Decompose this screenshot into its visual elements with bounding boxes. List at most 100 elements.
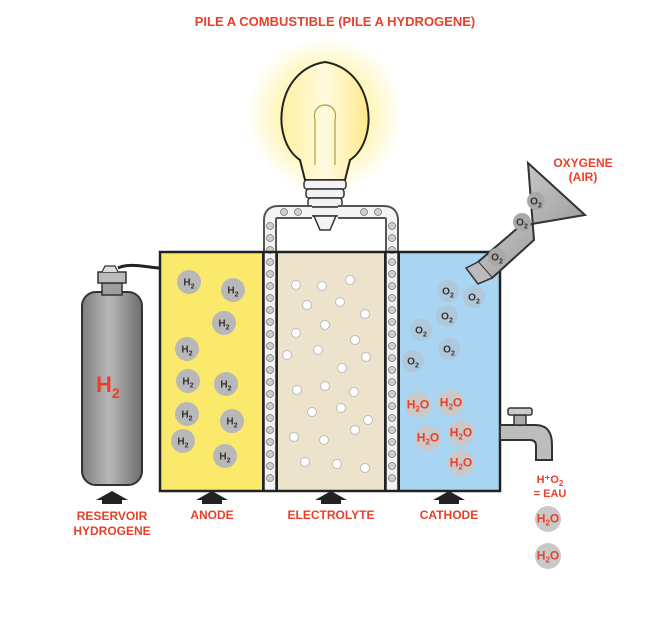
hydrogen-molecule: H2	[221, 278, 245, 302]
svg-text:H2O: H2O	[450, 426, 472, 442]
hydrogen-molecule-bubble	[220, 409, 244, 433]
wire-dot	[388, 462, 396, 470]
oxygen-molecule: O2	[438, 338, 460, 360]
electrolyte-particle	[335, 297, 345, 307]
svg-text:O2: O2	[530, 197, 542, 210]
electrolyte-particle	[319, 435, 329, 445]
wire-dot	[280, 208, 288, 216]
wire-dot	[266, 438, 274, 446]
svg-text:H2: H2	[218, 319, 229, 332]
electrolyte-particle	[300, 457, 310, 467]
wire-dot	[388, 330, 396, 338]
hydrogen-molecule: H2	[175, 402, 199, 426]
hydrogen-molecule: H2	[214, 372, 238, 396]
svg-text:H2: H2	[219, 452, 230, 465]
water-molecule-bubble	[405, 392, 431, 418]
electrolyte-particle	[360, 463, 370, 473]
electrolyte-particle	[320, 381, 330, 391]
electrolyte-particle	[313, 345, 323, 355]
electrolyte-particle	[350, 425, 360, 435]
water-molecule-bubble	[438, 390, 464, 416]
wire-dot	[266, 330, 274, 338]
hydrogen-molecule: H2	[212, 311, 236, 335]
electrolyte-particle	[291, 280, 301, 290]
svg-text:H2: H2	[181, 410, 192, 423]
hydrogen-molecule-bubble	[213, 444, 237, 468]
oxygen-molecule: O2	[437, 280, 459, 302]
wire-dot	[266, 258, 274, 266]
circuit-wire	[263, 205, 399, 490]
oxygen-molecule-bubble	[513, 213, 531, 231]
oxygen-molecule-bubble	[438, 338, 460, 360]
svg-text:O2: O2	[441, 312, 453, 325]
oxygen-molecule: O2	[436, 305, 458, 327]
water-molecule: H2O	[415, 425, 441, 451]
svg-text:H2O: H2O	[537, 512, 559, 528]
hydrogen-molecule: H2	[177, 270, 201, 294]
electrolyte-particle	[361, 352, 371, 362]
oxygen-molecule-bubble	[402, 350, 424, 372]
cell-outline	[158, 250, 502, 493]
water-molecule: H2O	[438, 390, 464, 416]
svg-text:H2O: H2O	[537, 549, 559, 565]
hydrogen-molecule-bubble	[177, 270, 201, 294]
oxygen-molecule-bubble	[410, 319, 432, 341]
svg-text:O2: O2	[442, 287, 454, 300]
svg-text:H2: H2	[183, 278, 194, 291]
wire-dot	[388, 426, 396, 434]
water-molecule-bubble	[448, 420, 474, 446]
hydrogen-molecule: H2	[213, 444, 237, 468]
hydrogen-molecule-bubble	[214, 372, 238, 396]
water-faucet	[499, 407, 553, 461]
electrolyte-particle	[350, 335, 360, 345]
wire-dot	[266, 474, 274, 482]
electrolyte-particle	[345, 275, 355, 285]
wire-dot	[294, 208, 302, 216]
wire-dot	[266, 270, 274, 278]
wire-dot	[266, 414, 274, 422]
electrolyte-particle	[291, 328, 301, 338]
hydrogen-molecule: H2	[176, 369, 200, 393]
water-equation-line2: = EAU	[534, 488, 567, 500]
oxygen-molecule: O2	[410, 319, 432, 341]
oxygen-molecule-bubble	[488, 248, 506, 266]
water-molecule-bubble	[448, 450, 474, 476]
water-molecule: H2O	[448, 450, 474, 476]
svg-text:O2: O2	[491, 253, 503, 266]
electrolyte-particle	[320, 320, 330, 330]
oxygen-molecule: O2	[463, 286, 485, 308]
electrolyte-particle	[332, 459, 342, 469]
wire-dot	[266, 390, 274, 398]
up-arrow-icon	[315, 491, 347, 504]
wire-dot	[266, 342, 274, 350]
wire-dot	[266, 366, 274, 374]
oxygen-funnel	[464, 160, 588, 285]
wire-dot	[388, 282, 396, 290]
hydrogen-molecule-bubble	[175, 402, 199, 426]
hydrogen-molecule: H2	[220, 409, 244, 433]
svg-text:O2: O2	[468, 293, 480, 306]
svg-text:H2: H2	[182, 377, 193, 390]
hydrogen-molecule-bubble	[176, 369, 200, 393]
water-molecule: H2O	[448, 420, 474, 446]
wire-dot	[266, 222, 274, 230]
wire-dot	[266, 426, 274, 434]
wire-dot	[266, 282, 274, 290]
light-bulb-icon	[280, 60, 370, 231]
oxygen-molecule-bubble	[436, 305, 458, 327]
wire-dot	[388, 342, 396, 350]
wire-dot	[388, 450, 396, 458]
up-arrow-icon	[196, 491, 228, 504]
up-arrow-icon	[96, 491, 128, 504]
reservoir-label-line1: RESERVOIR	[77, 509, 148, 523]
wire-dot	[266, 462, 274, 470]
svg-text:H2O: H2O	[450, 456, 472, 472]
wire-dot	[388, 234, 396, 242]
up-arrow-icon	[433, 491, 465, 504]
hydrogen-tank	[81, 263, 161, 486]
svg-text:O2: O2	[407, 357, 419, 370]
cathode-label: CATHODE	[420, 508, 478, 522]
